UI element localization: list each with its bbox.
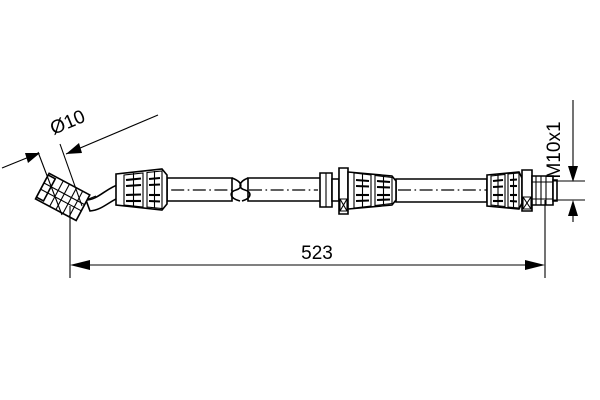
dimension-arrowhead <box>66 143 82 154</box>
overall-length-label: 523 <box>301 243 333 264</box>
dimension-arrowhead <box>525 260 545 270</box>
thread-size-dimension: M10x1 <box>544 100 585 222</box>
crimp-rib-band <box>490 173 506 208</box>
mid-crimp-ferrule <box>347 171 397 210</box>
crimp-rib-band <box>353 172 372 209</box>
crimp-rib-band <box>146 170 163 210</box>
threaded-end-fitting <box>521 169 558 212</box>
banjo-end-fitting <box>34 172 91 222</box>
left-crimp-ferrule <box>115 168 168 211</box>
hose-break-symbol <box>230 177 251 202</box>
section-hatch-mark <box>339 198 348 212</box>
hose-diameter-label: Ø10 <box>47 106 88 139</box>
overall-length-dimension: 523 <box>69 200 546 278</box>
crimp-rib-band <box>123 172 144 208</box>
dimension-arrowhead <box>25 153 40 163</box>
dimension-arrowhead <box>568 166 578 182</box>
right-crimp-ferrule <box>486 171 523 210</box>
section-hatch-mark <box>522 196 532 210</box>
mid-bracket-fitting <box>319 167 349 215</box>
crimp-rib-band <box>507 172 520 209</box>
thread-size-label: M10x1 <box>544 121 565 178</box>
dimension-arrowhead <box>70 260 90 270</box>
dimension-arrowhead <box>568 200 578 216</box>
crimp-rib-band <box>374 174 393 207</box>
